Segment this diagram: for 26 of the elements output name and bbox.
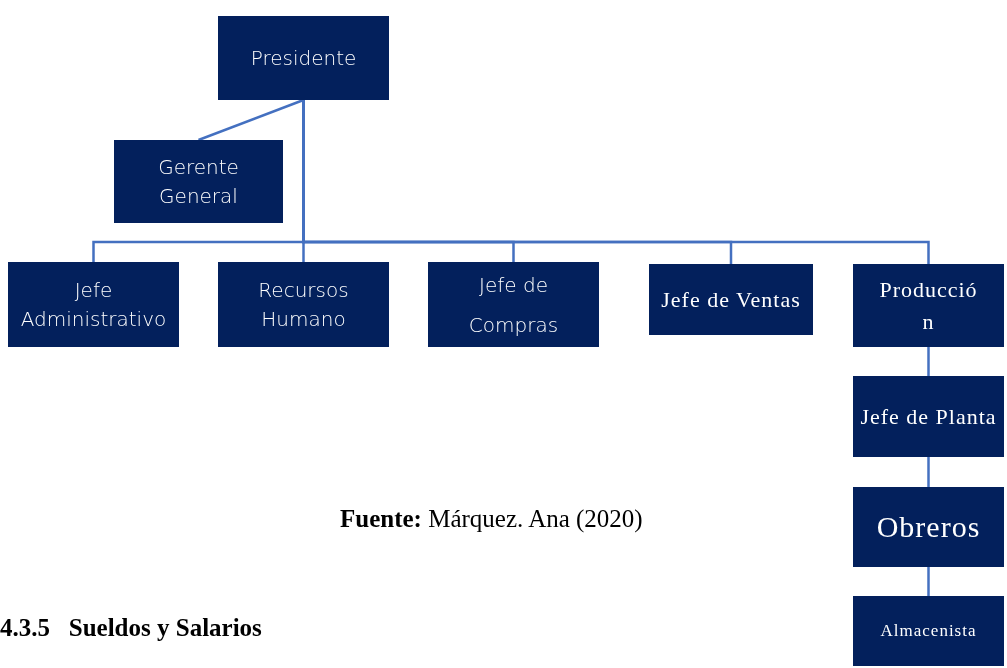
org-box bbox=[218, 262, 389, 347]
role-title: Recursos Humano bbox=[257, 276, 350, 333]
org-box bbox=[114, 140, 283, 223]
org-box bbox=[218, 16, 389, 100]
section-heading: 4.3.5 Sueldos y Salarios bbox=[0, 614, 262, 642]
source-note: Fuente: Márquez. Ana (2020) bbox=[340, 505, 643, 533]
role-title: Jefe Administrativo bbox=[19, 276, 168, 333]
role-title: Jefe de Ventas bbox=[661, 285, 801, 314]
org-box bbox=[853, 264, 1004, 347]
connector-line bbox=[198, 98, 304, 142]
role-title: Gerente General bbox=[157, 153, 240, 210]
org-box bbox=[853, 487, 1004, 567]
role-title: Obreros bbox=[876, 509, 981, 546]
org-box bbox=[8, 262, 179, 347]
connector-line bbox=[927, 347, 930, 376]
role-title: Jefe de Compras bbox=[467, 271, 560, 339]
connector-line bbox=[927, 457, 930, 487]
org-box bbox=[853, 376, 1004, 457]
org-box bbox=[428, 262, 599, 347]
role-title: Almacenista bbox=[879, 619, 978, 642]
connector-line bbox=[927, 567, 930, 596]
role-title: Jefe de Planta bbox=[860, 402, 997, 431]
role-title: Presidente bbox=[250, 44, 357, 72]
org-box bbox=[649, 264, 813, 335]
role-title: Producción bbox=[878, 275, 979, 336]
org-box bbox=[853, 596, 1004, 666]
